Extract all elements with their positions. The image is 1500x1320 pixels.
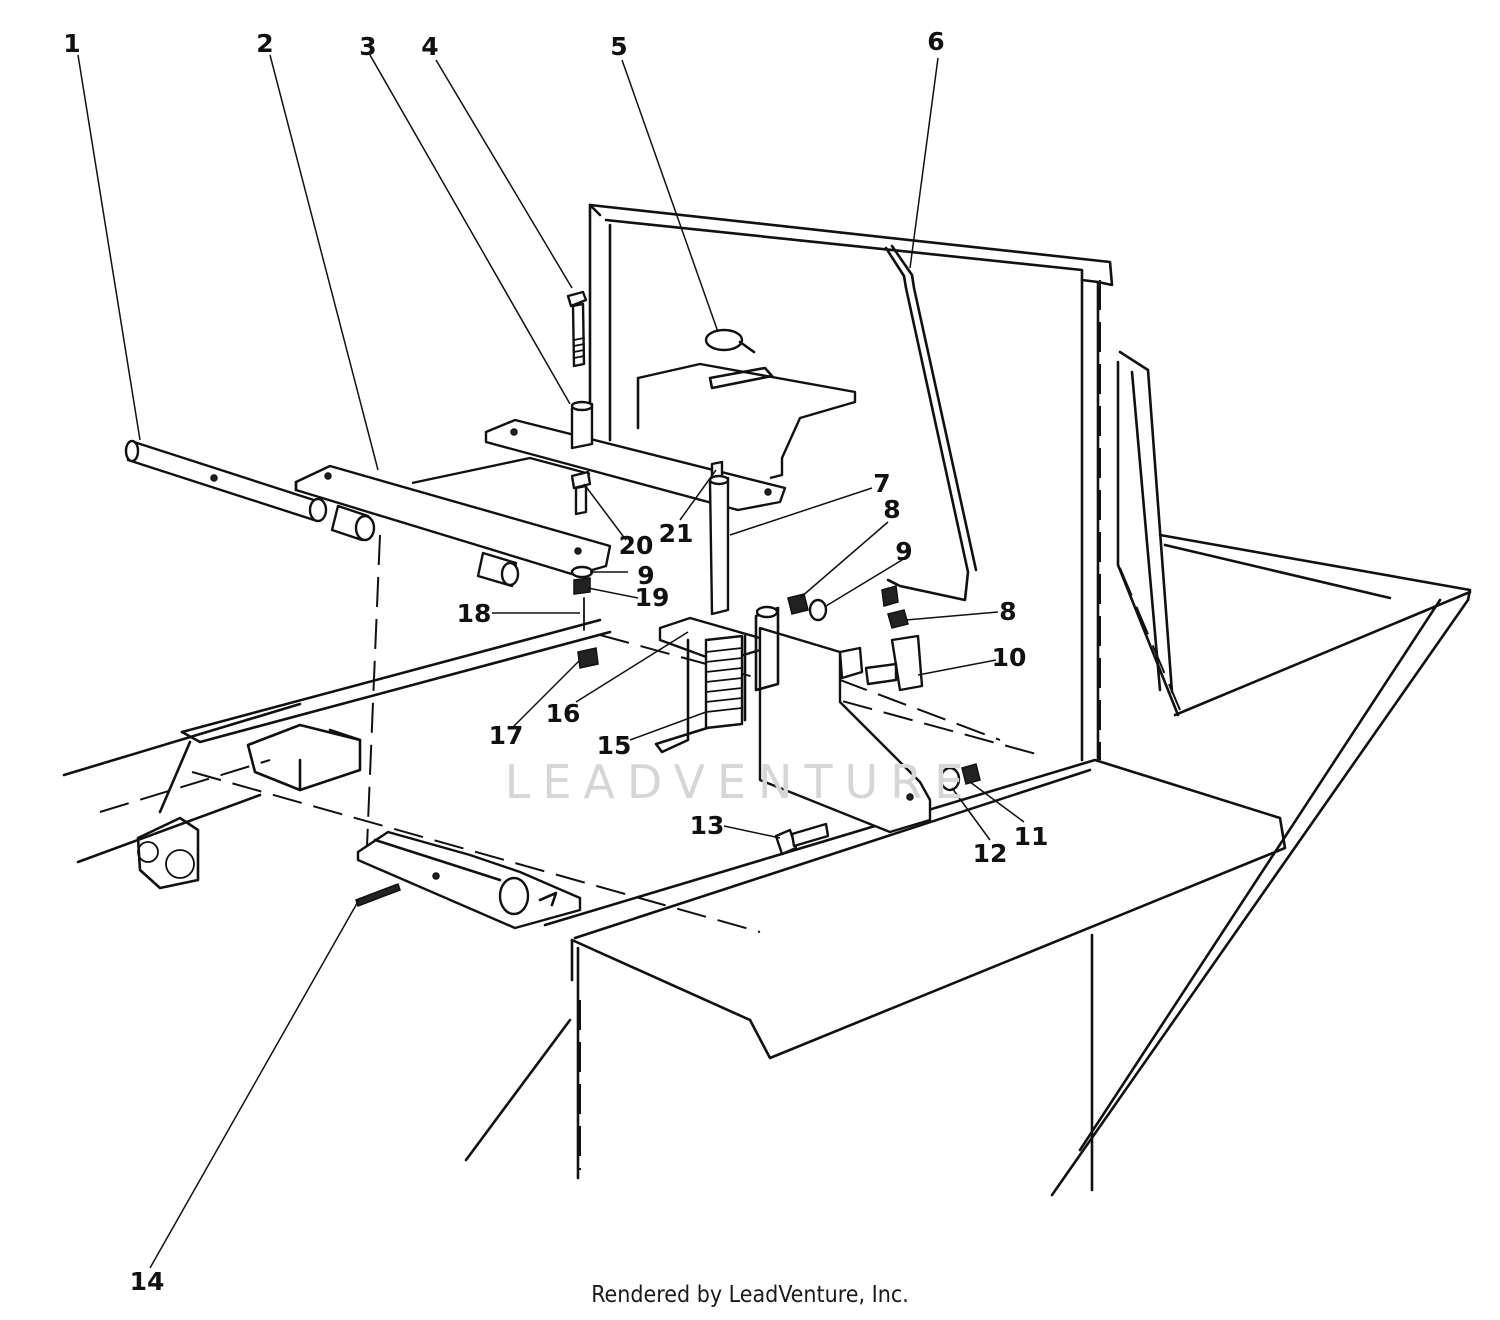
callout-16: 16 — [546, 699, 581, 728]
callout-7: 7 — [873, 469, 890, 498]
lower-hinge-plate — [356, 830, 582, 930]
spacer-sleeve — [570, 400, 594, 450]
callout-9-right: 9 — [895, 537, 912, 566]
nut-8-left — [787, 593, 809, 615]
callout-8-upper: 8 — [883, 495, 900, 524]
upper-bracket — [484, 362, 857, 512]
callout-11: 11 — [1014, 822, 1049, 851]
callout-19: 19 — [635, 583, 670, 612]
callout-12: 12 — [973, 839, 1008, 868]
leader-lines — [77, 54, 1025, 1269]
callout-9-left: 9 — [637, 561, 654, 590]
hinge-pin — [355, 883, 401, 907]
render-credit: Rendered by LeadVenture, Inc. — [591, 1282, 909, 1308]
washer-nut-stack — [570, 565, 594, 631]
spring-rod — [708, 474, 730, 616]
callout-labels: 1 2 3 4 5 6 7 8 9 8 9 10 11 12 13 14 15 … — [63, 27, 1048, 1296]
callout-18: 18 — [457, 599, 492, 628]
callout-8-lower: 8 — [999, 597, 1016, 626]
washer-12 — [939, 766, 961, 792]
callout-14: 14 — [130, 1267, 165, 1296]
callout-6: 6 — [927, 27, 944, 56]
washer-9-right — [808, 598, 828, 622]
bolt-13 — [774, 822, 830, 856]
cotter-clip-5 — [704, 328, 756, 354]
swivel-10 — [864, 634, 924, 692]
spring-assembly — [654, 616, 762, 754]
callout-21: 21 — [659, 519, 694, 548]
mounting-bracket — [754, 605, 932, 834]
callout-10: 10 — [992, 643, 1027, 672]
callout-3: 3 — [359, 32, 376, 61]
control-rod — [881, 244, 978, 607]
nut-11 — [961, 763, 981, 785]
callout-5: 5 — [610, 32, 627, 61]
callout-20: 20 — [619, 531, 654, 560]
nut-8-right — [887, 609, 909, 629]
callout-1: 1 — [63, 29, 80, 58]
callout-4: 4 — [421, 32, 438, 61]
small-bolt-20 — [570, 470, 592, 516]
watermark-text: LEADVENTURE — [505, 755, 976, 809]
nut-17 — [577, 647, 599, 669]
hinge-arm — [294, 456, 612, 588]
callout-2: 2 — [256, 29, 273, 58]
callout-15: 15 — [597, 731, 632, 760]
bolt — [566, 290, 588, 368]
callout-13: 13 — [690, 811, 725, 840]
hopper-body — [62, 203, 1472, 1197]
shaft-rod — [124, 439, 328, 523]
callout-17: 17 — [489, 721, 524, 750]
